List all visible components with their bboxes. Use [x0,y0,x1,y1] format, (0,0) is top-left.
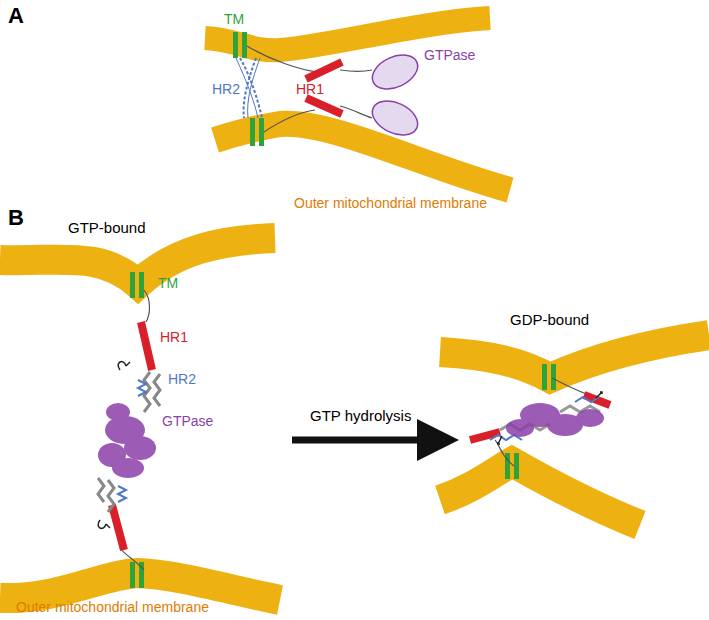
domain-label: TM [158,276,178,291]
panel-letter: B [8,206,24,230]
domain-label: HR2 [168,372,196,387]
arrow-label: GTP hydrolysis [310,408,411,425]
state-label: GDP-bound [510,312,589,329]
mfn-structure [98,362,160,529]
domain-label: GTPase [162,414,213,429]
panel-letter: A [8,4,24,28]
membrane-label: Outer mitochondrial membrane [294,196,487,211]
mfn-structure [490,392,604,444]
domain-label: HR1 [296,82,324,97]
domain-label: TM [224,12,244,27]
linker [120,46,600,570]
gtpase-domain [367,48,423,141]
domain-label: HR1 [160,330,188,345]
hr1-domain [112,62,610,550]
reaction-arrow [292,437,438,444]
membrane-label: Outer mitochondrial membrane [16,600,209,615]
domain-label: GTPase [424,48,475,63]
domain-label: HR2 [212,82,240,97]
tm-domain [130,32,556,588]
state-label: GTP-bound [68,220,146,237]
outer-membrane [0,18,709,600]
